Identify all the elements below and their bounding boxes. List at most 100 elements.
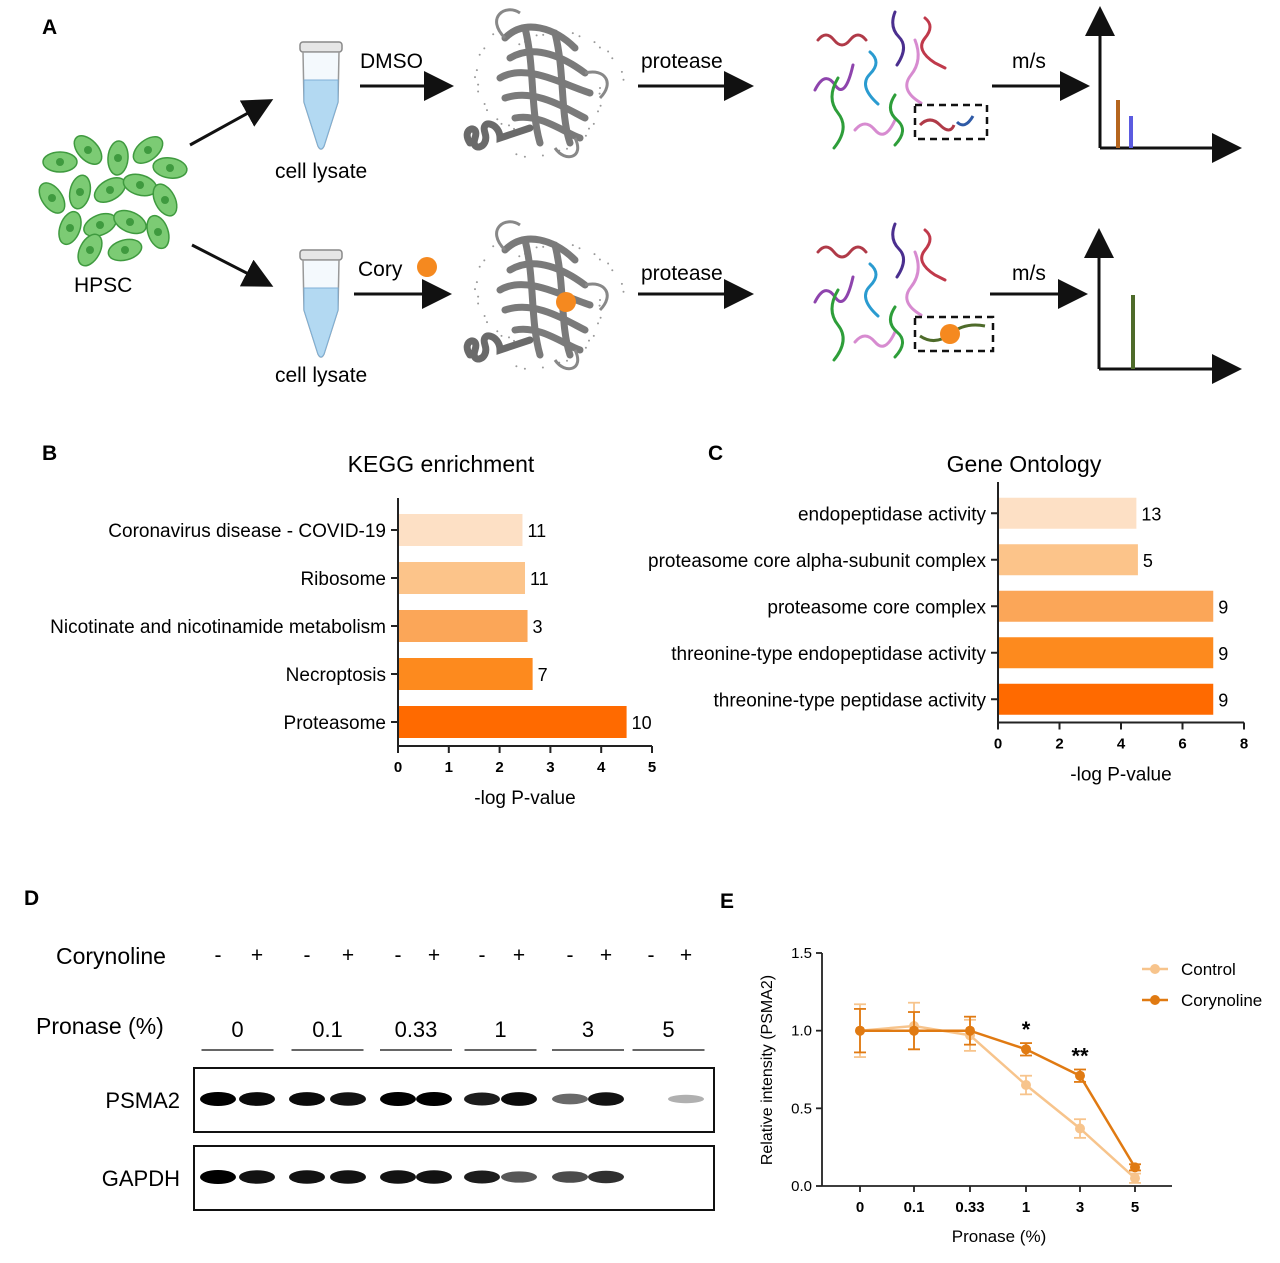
category-label: Nicotinate and nicotinamide metabolism: [50, 617, 386, 638]
peptide: [889, 305, 904, 359]
blot-band: [200, 1092, 236, 1106]
blot-band: [501, 1092, 537, 1106]
category-label: Necroptosis: [286, 665, 386, 686]
cory-ligand-icon: [417, 257, 437, 277]
cell-nucleus: [86, 246, 94, 254]
tube-top-icon: [299, 41, 343, 150]
protein-dot: [486, 321, 488, 324]
protein-dot: [622, 78, 625, 81]
bar-count-label: 5: [1143, 551, 1153, 571]
pronase-row-label: Pronase (%): [36, 1013, 164, 1039]
blot-band: [239, 1092, 275, 1106]
category-label: Coronavirus disease - COVID-19: [108, 521, 386, 542]
treatment-sign: -: [648, 944, 655, 967]
peptide: [816, 33, 868, 47]
protein-loop: [495, 8, 609, 159]
protein-dot: [578, 35, 581, 38]
data-point: [1021, 1080, 1031, 1090]
bar: [999, 590, 1214, 622]
treatment-sign: -: [395, 944, 402, 967]
protein-dot: [599, 316, 602, 319]
protein-dot: [607, 50, 610, 53]
treatment-cory-label: Cory: [358, 258, 403, 281]
category-label: Ribosome: [300, 569, 386, 590]
y-tick-label: 1.0: [791, 1023, 812, 1040]
data-point: [909, 1025, 919, 1036]
blot-band: [380, 1092, 416, 1106]
panel-a-label: A: [42, 16, 57, 39]
peptide-ligand-icon: [940, 324, 960, 344]
protein-dot: [584, 134, 587, 137]
protein-dot: [478, 53, 481, 56]
protein-dot: [492, 33, 495, 36]
protein-dot: [515, 153, 518, 156]
protein-dot: [598, 258, 601, 261]
cell-nucleus: [144, 146, 152, 154]
x-tick-label: 0.1: [904, 1199, 925, 1216]
treatment-sign: +: [680, 944, 692, 967]
protein-dot: [492, 245, 495, 248]
protein-dot: [474, 76, 476, 79]
blot-row-label: PSMA2: [105, 1088, 180, 1113]
bar-count-label: 9: [1218, 690, 1228, 710]
peptide: [920, 16, 947, 70]
series-line: [859, 1024, 1136, 1180]
x-tick-label: 0: [994, 736, 1002, 753]
cell-nucleus: [161, 196, 169, 204]
x-tick-label: 5: [1131, 1199, 1139, 1216]
protein-dot: [598, 304, 601, 307]
protein-dot: [592, 122, 595, 125]
y-tick-label: 0.0: [791, 1178, 812, 1195]
panel-c-label: C: [708, 442, 723, 465]
treatment-sign: -: [304, 944, 311, 967]
protein-dot: [620, 282, 623, 285]
dose-label: 0.33: [395, 1017, 438, 1042]
protein-dot: [597, 110, 599, 113]
bar-count-label: 11: [530, 569, 549, 589]
protein-dot: [474, 288, 476, 291]
cell-nucleus: [106, 186, 114, 194]
blot-band: [416, 1170, 452, 1184]
cell-nucleus: [56, 158, 64, 166]
arrow-to-top-tube: [189, 99, 274, 147]
x-tick-label: 0: [856, 1199, 864, 1216]
peptide: [905, 38, 923, 105]
legend-marker: [1150, 995, 1160, 1005]
blot-band: [668, 1094, 704, 1104]
bar: [999, 544, 1138, 576]
protein-dot: [571, 32, 574, 35]
peptide: [853, 118, 897, 136]
protein-dot: [477, 83, 480, 86]
protein-dot: [483, 47, 486, 50]
protein-strand: [511, 325, 584, 354]
cell-nucleus: [66, 224, 74, 232]
bar-count-label: 13: [1141, 504, 1161, 524]
protein-strand: [501, 235, 579, 264]
x-tick-label: 3: [1076, 1199, 1084, 1216]
blot-band: [330, 1092, 366, 1106]
protein-dot: [513, 127, 515, 130]
protein-dot: [598, 92, 601, 95]
protein-dot: [515, 365, 518, 368]
dose-label: 1: [494, 1017, 506, 1042]
blot-band: [552, 1171, 588, 1183]
protein-helix: [463, 120, 534, 151]
category-label: Proteasome: [284, 713, 386, 734]
blot-band: [464, 1092, 500, 1106]
protein-dot: [578, 247, 581, 250]
category-label: proteasome core complex: [767, 597, 986, 618]
data-point: [1130, 1173, 1140, 1184]
category-label: threonine-type endopeptidase activity: [671, 644, 986, 665]
blot-band: [239, 1170, 275, 1184]
cell-nucleus: [126, 218, 134, 226]
data-point: [1075, 1070, 1085, 1081]
protein-structure-bottom-icon: [463, 220, 625, 371]
protein-dot: [475, 281, 478, 284]
x-tick-label: 6: [1178, 736, 1186, 753]
bar-count-label: 9: [1218, 597, 1228, 617]
protein-strand: [506, 260, 589, 289]
peptide: [891, 222, 905, 279]
x-tick-label: 0.33: [955, 1199, 984, 1216]
dose-label: 0.1: [312, 1017, 343, 1042]
